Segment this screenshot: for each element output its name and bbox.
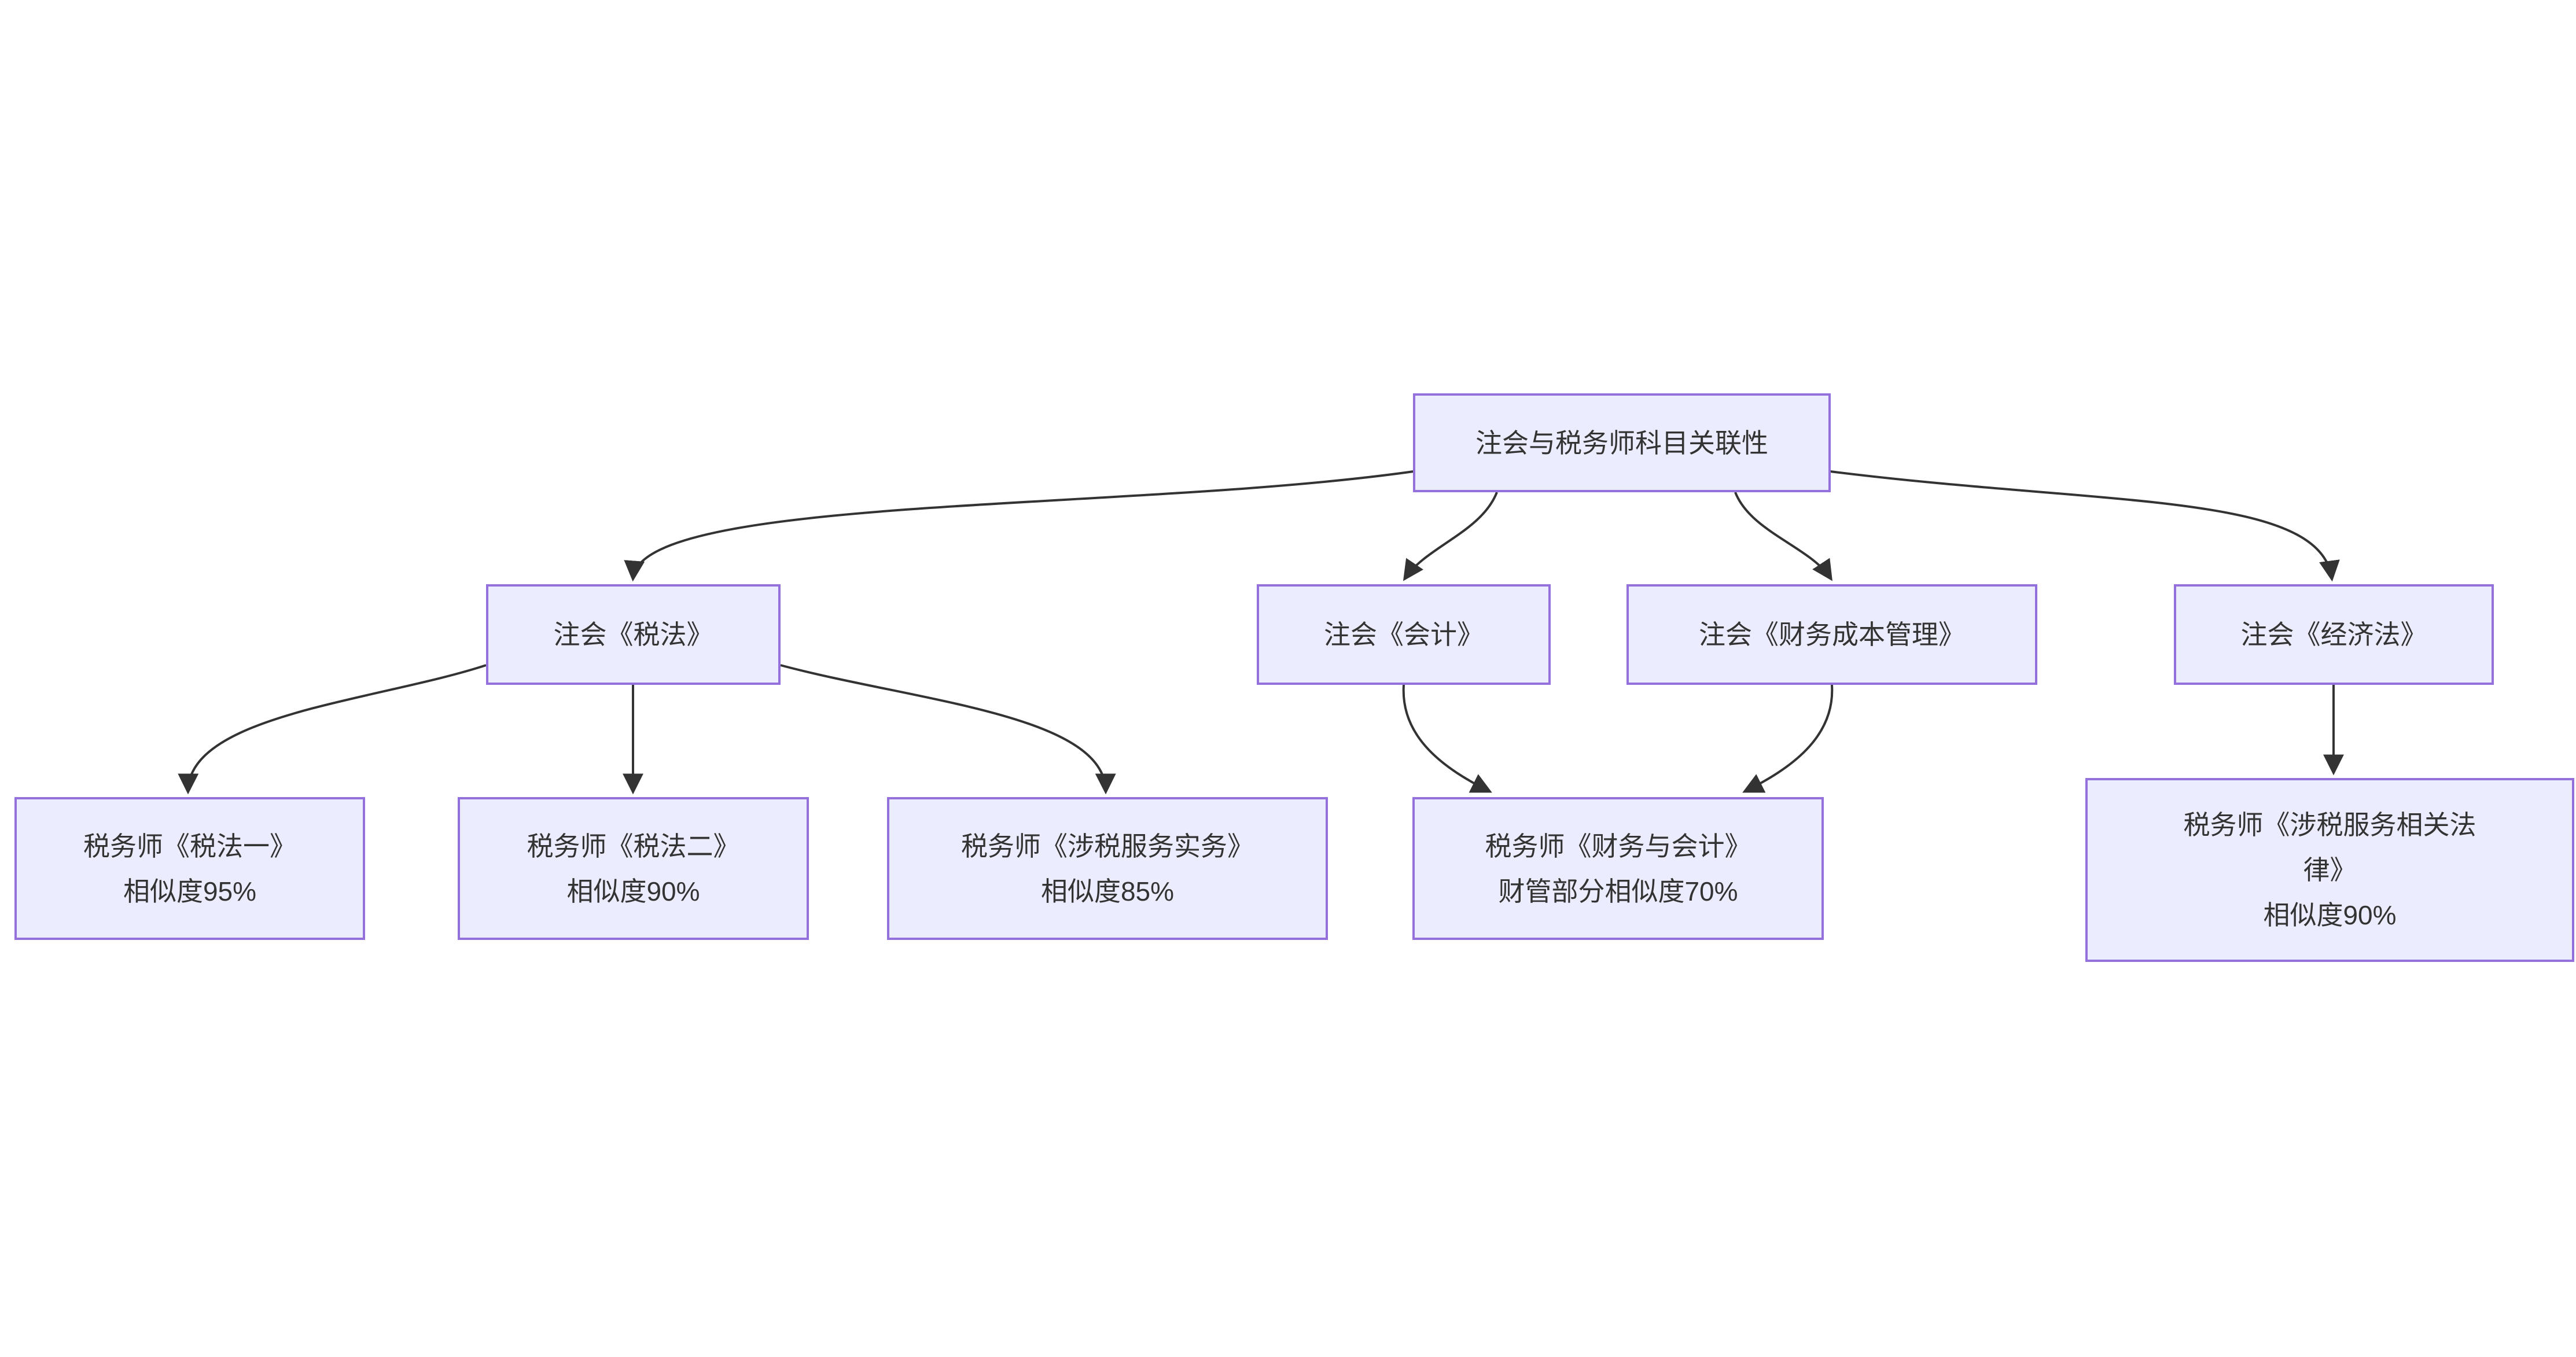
node-tax-agent-tax-law-2-label: 税务师《税法二》 xyxy=(527,831,740,861)
node-cpa-economic-law: 注会《经济法》 xyxy=(2174,584,2494,685)
node-cpa-financial-cost-mgmt: 注会《财务成本管理》 xyxy=(1626,584,2037,685)
node-tax-agent-related-law-label: 税务师《涉税服务相关法律》 xyxy=(2183,810,2476,885)
node-tax-agent-finance-accounting: 税务师《财务与会计》 财管部分相似度70% xyxy=(1412,797,1824,940)
node-cpa-accounting: 注会《会计》 xyxy=(1257,584,1551,685)
edge-root-to-cpa-economic-law xyxy=(1830,470,2340,582)
edge-root-to-cpa-financial-cost-mgmt xyxy=(1734,492,1832,581)
node-tax-agent-related-law-similarity: 相似度90% xyxy=(2263,900,2397,930)
node-root: 注会与税务师科目关联性 xyxy=(1413,393,1831,492)
edge-root-to-cpa-tax-law xyxy=(624,470,1414,582)
node-tax-agent-finance-accounting-similarity: 财管部分相似度70% xyxy=(1498,876,1738,906)
node-cpa-tax-law: 注会《税法》 xyxy=(486,584,781,685)
node-tax-agent-tax-law-2: 税务师《税法二》 相似度90% xyxy=(458,797,809,940)
node-tax-agent-tax-law-2-similarity: 相似度90% xyxy=(566,876,700,906)
node-cpa-tax-law-label: 注会《税法》 xyxy=(553,620,713,650)
edge-root-to-cpa-accounting xyxy=(1403,492,1498,581)
edge-cpa-accounting-to-tax-agent-finance-accounting xyxy=(1402,684,1492,793)
node-cpa-economic-law-label: 注会《经济法》 xyxy=(2240,620,2427,650)
node-tax-agent-tax-service-similarity: 相似度85% xyxy=(1040,876,1175,906)
edge-cpa-tax-law-to-tax-agent-tax-service xyxy=(780,664,1116,795)
node-tax-agent-related-law: 税务师《涉税服务相关法律》 相似度90% xyxy=(2085,778,2574,962)
edge-cpa-tax-law-to-tax-agent-tax-law-1 xyxy=(178,664,487,795)
edge-cpa-financial-cost-mgmt-to-tax-agent-finance-accounting xyxy=(1742,684,1834,793)
node-cpa-accounting-label: 注会《会计》 xyxy=(1324,620,1484,650)
node-root-label: 注会与税务师科目关联性 xyxy=(1475,427,1768,458)
node-tax-agent-tax-law-1-similarity: 相似度95% xyxy=(123,876,257,906)
node-tax-agent-tax-law-1-label: 税务师《税法一》 xyxy=(83,831,296,861)
node-tax-agent-tax-service: 税务师《涉税服务实务》 相似度85% xyxy=(887,797,1328,940)
node-tax-agent-finance-accounting-label: 税务师《财务与会计》 xyxy=(1485,831,1751,861)
node-tax-agent-tax-law-1: 税务师《税法一》 相似度95% xyxy=(14,797,365,940)
node-cpa-financial-cost-mgmt-label: 注会《财务成本管理》 xyxy=(1699,620,1965,650)
node-tax-agent-tax-service-label: 税务师《涉税服务实务》 xyxy=(961,831,1254,861)
